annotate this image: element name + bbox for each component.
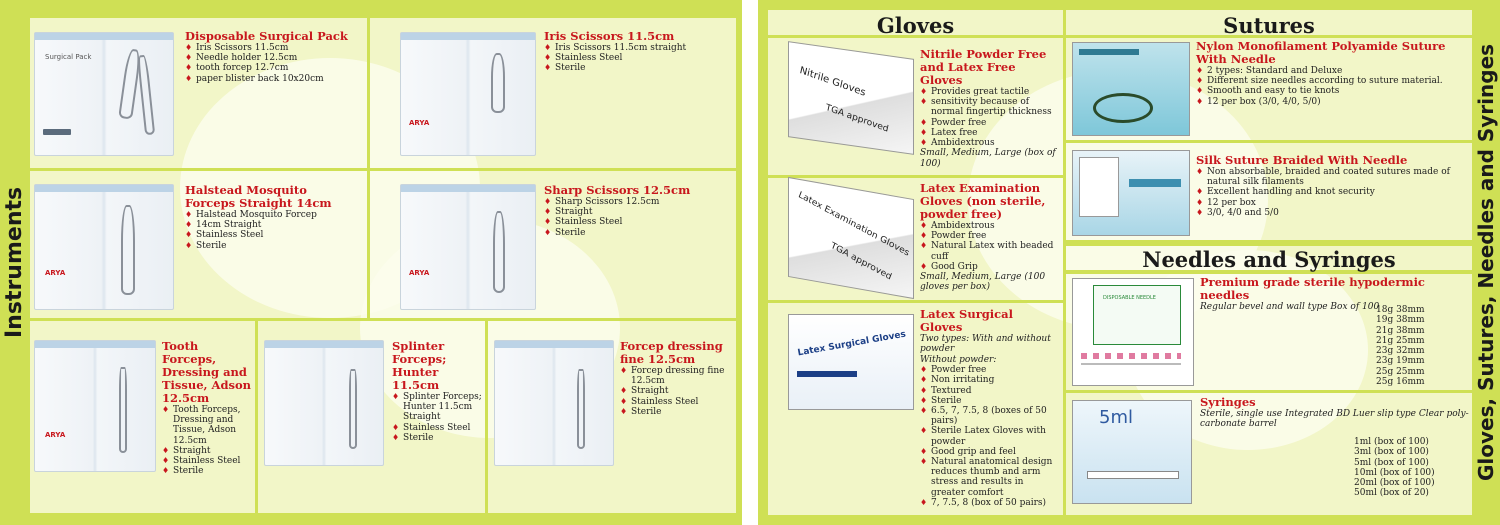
product-features: Non absorbable, braided and coated sutur… (1196, 167, 1468, 218)
product-tooth-forceps: Tooth Forceps, Dressing and Tissue, Adso… (162, 339, 252, 477)
product-title: Syringes (1200, 395, 1256, 409)
product-features: Ambidextrous Powder free Natural Latex w… (920, 221, 1058, 272)
product-features: Iris Scissors 11.5cm Needle holder 12.5c… (185, 43, 360, 84)
size-note: Small, Medium, Large (100 gloves per box… (920, 272, 1046, 293)
product-needles: Premium grade sterile hypodermic needles… (1200, 275, 1470, 313)
box-label: Nitrile Gloves (798, 65, 867, 99)
product-syringes: Syringes Sterile, single use Integrated … (1200, 396, 1470, 430)
syringes-box-image: 5ml (1072, 400, 1192, 504)
divider (1066, 140, 1472, 143)
brand-logo: ARYA (409, 119, 430, 127)
product-title: Nitrile Powder Free and Latex Free Glove… (920, 47, 1047, 87)
divider (768, 175, 1063, 178)
product-features: Splinter Forceps; Hunter 11.5cm Straight… (392, 392, 482, 443)
brand-logo: ARYA (409, 269, 430, 277)
size-note: Small, Medium, Large (box of 100) (920, 148, 1056, 169)
product-title: Premium grade sterile hypodermic needles (1200, 275, 1425, 302)
divider (255, 318, 258, 513)
product-title: Silk Suture Braided With Needle (1196, 153, 1408, 167)
product-halstead-forceps: Halstead Mosquito Forceps Straight 14cm … (185, 183, 360, 252)
box-label: Latex Examination Gloves (796, 190, 911, 259)
tooth-forceps-image: ARYA (34, 340, 156, 472)
product-subtitle: Regular bevel and wall type Box of 100 (1200, 302, 1380, 312)
consumables-section-title: Gloves, Sutures, Needles and Syringes (1474, 43, 1498, 482)
product-nitrile-gloves: Nitrile Powder Free and Latex Free Glove… (920, 48, 1058, 169)
divider (485, 318, 488, 513)
box-sublabel: TGA approved (824, 103, 890, 135)
nitrile-gloves-box-image: Nitrile Gloves TGA approved (788, 41, 914, 155)
product-sharp-scissors: Sharp Scissors 12.5cm Sharp Scissors 12.… (544, 183, 734, 239)
product-features: Forcep dressing fine 12.5cm Straight Sta… (620, 366, 732, 417)
product-intro: Two types: With and without powder (920, 334, 1051, 355)
product-features: Sharp Scissors 12.5cm Straight Stainless… (544, 197, 734, 238)
product-intro-2: Without powder: (920, 354, 997, 365)
product-title: Sharp Scissors 12.5cm (544, 183, 691, 197)
needles-box-image: DISPOSABLE NEEDLE (1072, 278, 1194, 386)
divider (30, 168, 736, 171)
divider (1063, 10, 1066, 515)
needles-heading: Needles and Syringes (1142, 247, 1396, 272)
nylon-suture-box-image (1072, 42, 1190, 136)
product-features: Provides great tactile sensitivity becau… (920, 87, 1058, 148)
product-title: Halstead Mosquito Forceps Straight 14cm (185, 183, 332, 210)
consumables-panel: Gloves Sutures Needles and Syringes Nitr… (768, 10, 1472, 515)
product-title: Latex Examination Gloves (non sterile, p… (920, 181, 1046, 221)
sutures-heading: Sutures (1223, 13, 1315, 38)
divider (1066, 270, 1472, 274)
surgical-pack-image: Surgical Pack (34, 32, 174, 156)
brand-logo: ARYA (45, 269, 66, 277)
product-title: Tooth Forceps, Dressing and Tissue, Adso… (162, 339, 252, 405)
splinter-forceps-image (264, 340, 384, 466)
product-title: Disposable Surgical Pack (185, 29, 348, 43)
product-features: Halstead Mosquito Forcep 14cm Straight S… (185, 210, 360, 251)
instruments-panel: Surgical Pack Disposable Surgical Pack I… (30, 18, 736, 513)
needle-sizes: 18g 38mm 19g 38mm 21g 38mm 21g 25mm 23g … (1376, 305, 1425, 388)
syringe-sizes: 1ml (box of 100) 3ml (box of 100) 5ml (b… (1354, 437, 1435, 499)
halstead-forceps-image: ARYA (34, 184, 174, 310)
product-splinter-forceps: Splinter Forceps; Hunter 11.5cm Splinter… (392, 339, 482, 444)
divider (768, 35, 1472, 38)
gloves-heading: Gloves (876, 13, 955, 38)
product-title: Iris Scissors 11.5cm (544, 29, 675, 43)
product-nylon-suture: Nylon Monofilament Polyamide Suture With… (1196, 39, 1468, 108)
product-title: Latex Surgical Gloves (920, 307, 1013, 334)
box-label: Latex Surgical Gloves (796, 329, 907, 359)
box-label: DISPOSABLE NEEDLE (1103, 295, 1156, 301)
sharp-scissors-image: ARYA (400, 184, 536, 310)
brand-logo: ARYA (45, 431, 66, 439)
latex-surgical-gloves-box-image: Latex Surgical Gloves (788, 314, 914, 410)
divider (30, 318, 736, 321)
product-features: Iris Scissors 11.5cm straight Stainless … (544, 43, 734, 74)
divider (367, 18, 370, 318)
box-label: 5ml (1099, 407, 1133, 428)
product-features: Tooth Forceps, Dressing and Tissue, Adso… (162, 405, 252, 477)
box-sublabel: TGA approved (829, 241, 893, 283)
product-latex-exam-gloves: Latex Examination Gloves (non sterile, p… (920, 182, 1058, 293)
divider (1066, 390, 1472, 393)
product-features: 2 types: Standard and Deluxe Different s… (1196, 66, 1468, 107)
product-title: Splinter Forceps; Hunter 11.5cm (392, 339, 447, 392)
divider (768, 300, 1063, 303)
divider (1066, 240, 1472, 246)
product-title: Forcep dressing fine 12.5cm (620, 339, 723, 366)
instruments-section-title: Instruments (2, 186, 27, 339)
pkg-label: Surgical Pack (45, 53, 92, 61)
product-silk-suture: Silk Suture Braided With Needle Non abso… (1196, 153, 1468, 219)
instruments-page: Instruments Surgical Pack Disposable Sur… (0, 0, 742, 525)
iris-scissors-image: ARYA (400, 32, 536, 156)
product-surgical-pack: Disposable Surgical Pack Iris Scissors 1… (185, 29, 360, 85)
product-features: Powder free Non irritating Textured Ster… (920, 365, 1058, 508)
product-subtitle: Sterile, single use Integrated BD Luer s… (1200, 409, 1469, 430)
product-title: Nylon Monofilament Polyamide Suture With… (1196, 39, 1446, 66)
product-latex-surgical-gloves: Latex Surgical Gloves Two types: With an… (920, 307, 1058, 509)
latex-exam-gloves-box-image: Latex Examination Gloves TGA approved (788, 176, 914, 300)
forcep-dressing-image (494, 340, 614, 466)
consumables-page: Gloves, Sutures, Needles and Syringes Gl… (758, 0, 1500, 525)
silk-suture-box-image (1072, 150, 1190, 236)
product-forcep-dressing: Forcep dressing fine 12.5cm Forcep dress… (620, 339, 732, 418)
product-iris-scissors: Iris Scissors 11.5cm Iris Scissors 11.5c… (544, 30, 734, 74)
page-gutter (742, 0, 758, 525)
